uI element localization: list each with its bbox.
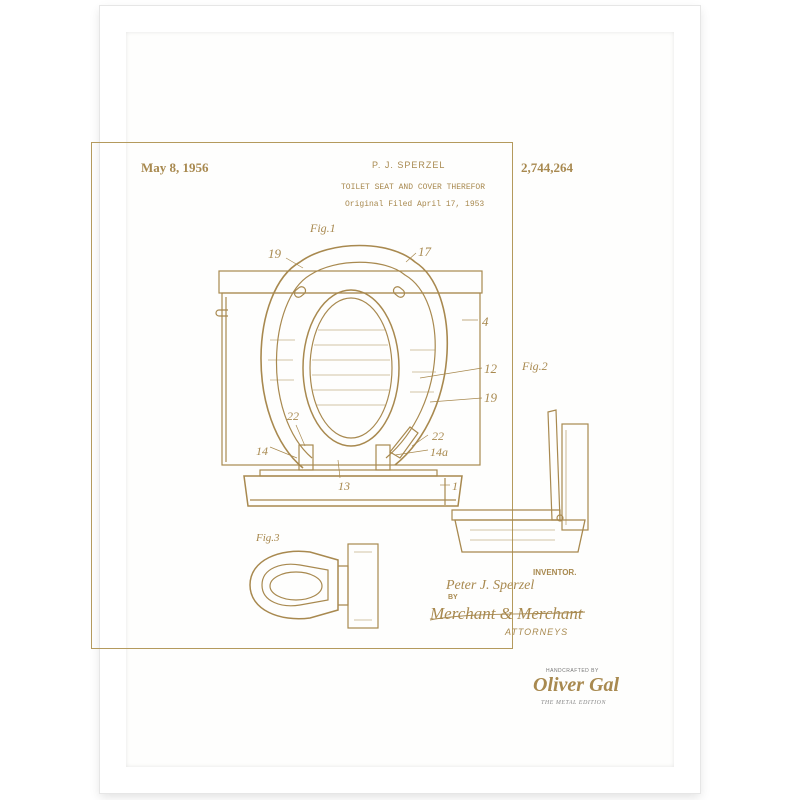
fig3-label: Fig.3	[255, 532, 280, 544]
mat-paper	[126, 32, 674, 767]
callout-14a: 14a	[430, 445, 448, 459]
fig1-leaders	[269, 252, 483, 486]
inventor-label: INVENTOR.	[533, 568, 577, 577]
attorney-signature: Merchant & Merchant	[430, 604, 583, 623]
callout-14: 14	[256, 444, 268, 458]
callout-12: 12	[484, 361, 498, 376]
brand-logo: Oliver Gal	[533, 674, 620, 696]
fig1-label: Fig.1	[309, 221, 336, 235]
fig1-bowl	[243, 426, 463, 507]
handcrafted-label: HANDCRAFTED BY	[546, 668, 599, 674]
inventor-header: P. J. SPERZEL	[372, 160, 446, 170]
fig1-seat-lid	[260, 244, 449, 469]
fig3-top-view: Fig.3	[249, 532, 379, 629]
callout-13: 13	[338, 479, 350, 493]
by-label: BY	[448, 594, 458, 601]
callout-19a: 19	[268, 246, 282, 261]
patent-date: May 8, 1956	[141, 160, 209, 175]
patent-title: TOILET SEAT AND COVER THEREFOR	[341, 183, 486, 192]
patent-border	[91, 142, 513, 649]
inventor-signature: Peter J. Sperzel	[446, 578, 535, 593]
edition-label: THE METAL EDITION	[541, 700, 606, 706]
callout-4: 4	[482, 314, 489, 329]
fig2-label: Fig.2	[521, 359, 548, 373]
filed-date: Original Filed April 17, 1953	[345, 200, 485, 209]
callout-19b: 19	[484, 390, 498, 405]
callout-1: 1	[452, 479, 458, 493]
picture-frame	[100, 6, 700, 793]
patent-number: 2,744,264	[521, 160, 573, 175]
callout-22b: 22	[432, 429, 444, 443]
callout-22a: 22	[287, 409, 299, 423]
callout-17a: 17	[418, 244, 432, 259]
attorneys-label: ATTORNEYS	[505, 627, 569, 637]
fig1-toilet-tank	[215, 270, 483, 466]
fig2-side-view: Fig.2	[451, 359, 589, 553]
signature-flourish	[429, 611, 586, 621]
